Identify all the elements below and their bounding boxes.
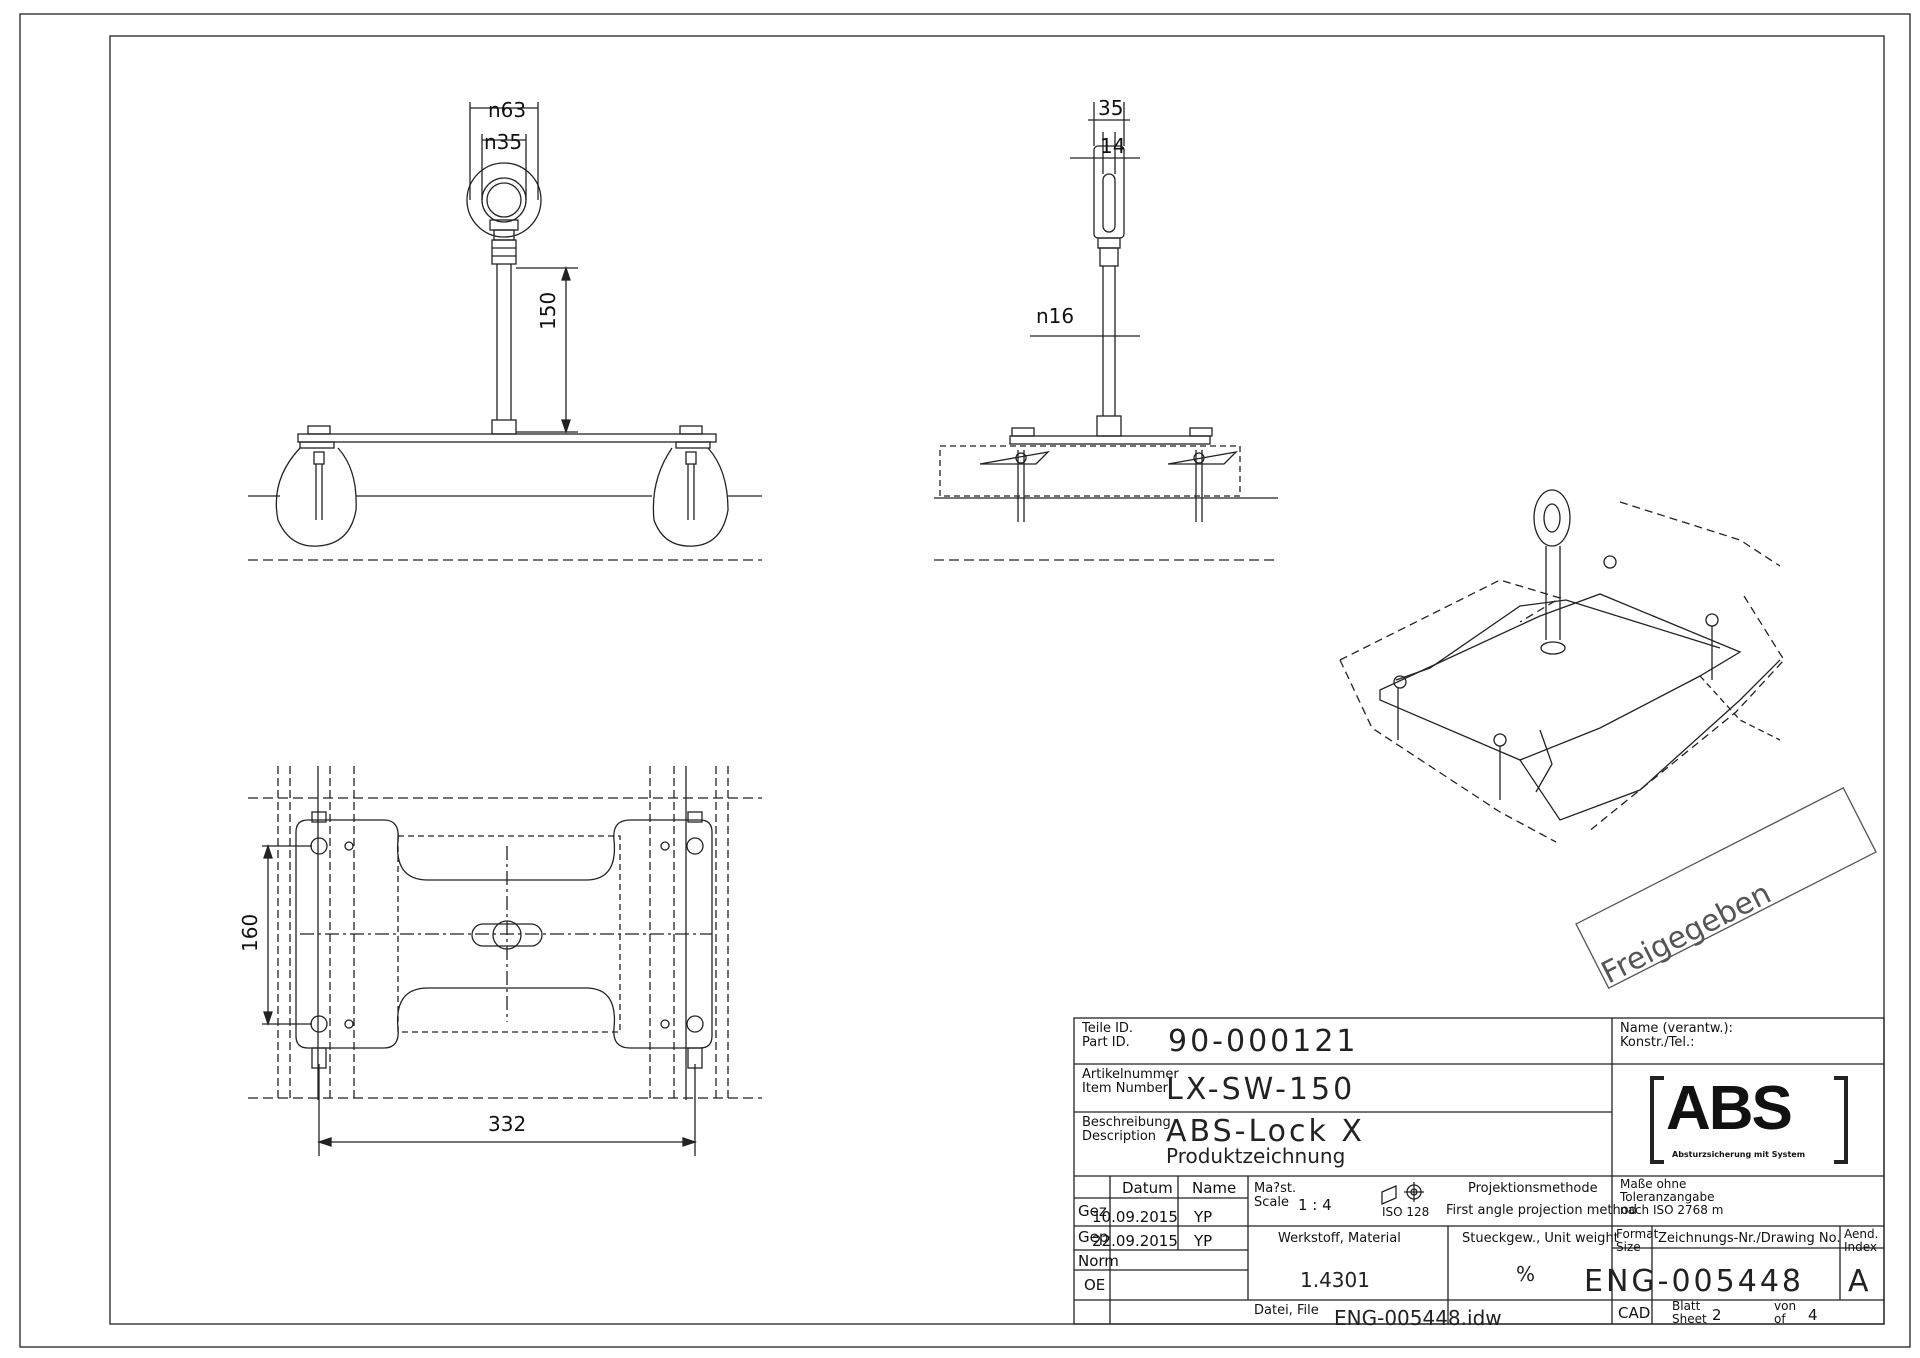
material-value: 1.4301 [1300, 1268, 1370, 1292]
dim-plan-hole-spacing: 160 [238, 913, 262, 952]
scale-label: Ma?st. Scale [1254, 1181, 1297, 1210]
material-label: Werkstoff, Material [1278, 1231, 1401, 1246]
sheet-value: 2 [1712, 1306, 1722, 1324]
outer-border [19, 13, 1911, 1348]
dim-side-width-inner: 14 [1100, 134, 1126, 158]
row-gez-label: Gez [1078, 1202, 1107, 1220]
dim-side-rod-diameter: n16 [1036, 304, 1075, 328]
dim-side-width-top: 35 [1098, 96, 1124, 120]
row-gez-name: YP [1194, 1208, 1213, 1226]
dim-front-inner-diameter: n35 [484, 130, 523, 154]
row-gep-date: 22.09.2015 [1092, 1232, 1178, 1250]
row-oe-label: OE [1084, 1276, 1106, 1294]
unit-weight-value: % [1516, 1262, 1536, 1286]
front-view [248, 102, 762, 561]
sheet-label: Blatt Sheet [1672, 1299, 1707, 1326]
of-label: von of [1774, 1299, 1797, 1326]
article-label: Artikelnummer Item Number [1082, 1067, 1179, 1096]
article-value: LX-SW-150 [1166, 1072, 1356, 1107]
drawing-no-label: Zeichnungs-Nr./Drawing No. [1658, 1231, 1841, 1246]
file-name: ENG-005448.idw [1334, 1306, 1502, 1330]
revision-value: A [1848, 1264, 1872, 1299]
drawing-number: ENG-005448 [1584, 1264, 1804, 1299]
row-norm-label: Norm [1078, 1252, 1119, 1270]
isometric-view [1339, 489, 1785, 843]
abs-logo: ABS [1666, 1074, 1793, 1143]
description-subtitle: Produktzeichnung [1166, 1144, 1346, 1168]
unit-weight-label: Stueckgew., Unit weight [1462, 1231, 1619, 1246]
col-name-header: Name [1192, 1179, 1237, 1197]
row-gep-label: Gep [1078, 1228, 1109, 1246]
part-id-label: Teile ID. Part ID. [1082, 1021, 1134, 1050]
of-value: 4 [1808, 1306, 1818, 1324]
projection-method: First angle projection method [1446, 1203, 1637, 1218]
row-gez-date: 10.09.2015 [1092, 1208, 1178, 1226]
dim-front-height: 150 [536, 291, 560, 330]
approval-stamp-frame [1575, 786, 1877, 990]
projection-iso: ISO 128 [1382, 1205, 1430, 1219]
file-label: Datei, File [1254, 1303, 1319, 1318]
description-title: ABS-Lock X [1166, 1114, 1365, 1149]
drawing-frame [109, 35, 1885, 1325]
row-gep-name: YP [1194, 1232, 1213, 1250]
name-responsible-label: Name (verantw.): Konstr./Tel.: [1620, 1021, 1733, 1050]
side-view [934, 102, 1278, 561]
part-id-value: 90-000121 [1168, 1024, 1359, 1059]
dim-plan-width: 332 [488, 1112, 527, 1136]
projection-label: Projektionsmethode [1468, 1181, 1598, 1196]
format-value: CAD [1618, 1304, 1651, 1322]
revision-label: Aend. Index [1844, 1227, 1879, 1254]
description-label: Beschreibung Description [1082, 1115, 1171, 1144]
format-label: Format Size [1616, 1227, 1659, 1254]
abs-logo-tagline: Absturzsicherung mit System [1672, 1150, 1806, 1159]
col-datum-header: Datum [1122, 1179, 1173, 1197]
tolerance-note: Maße ohne Toleranzangabe nach ISO 2768 m [1620, 1177, 1724, 1217]
plan-view [248, 766, 762, 1156]
scale-value: 1 : 4 [1298, 1196, 1332, 1214]
dim-front-outer-diameter: n63 [488, 98, 527, 122]
title-block-grid [1073, 1017, 1885, 1325]
